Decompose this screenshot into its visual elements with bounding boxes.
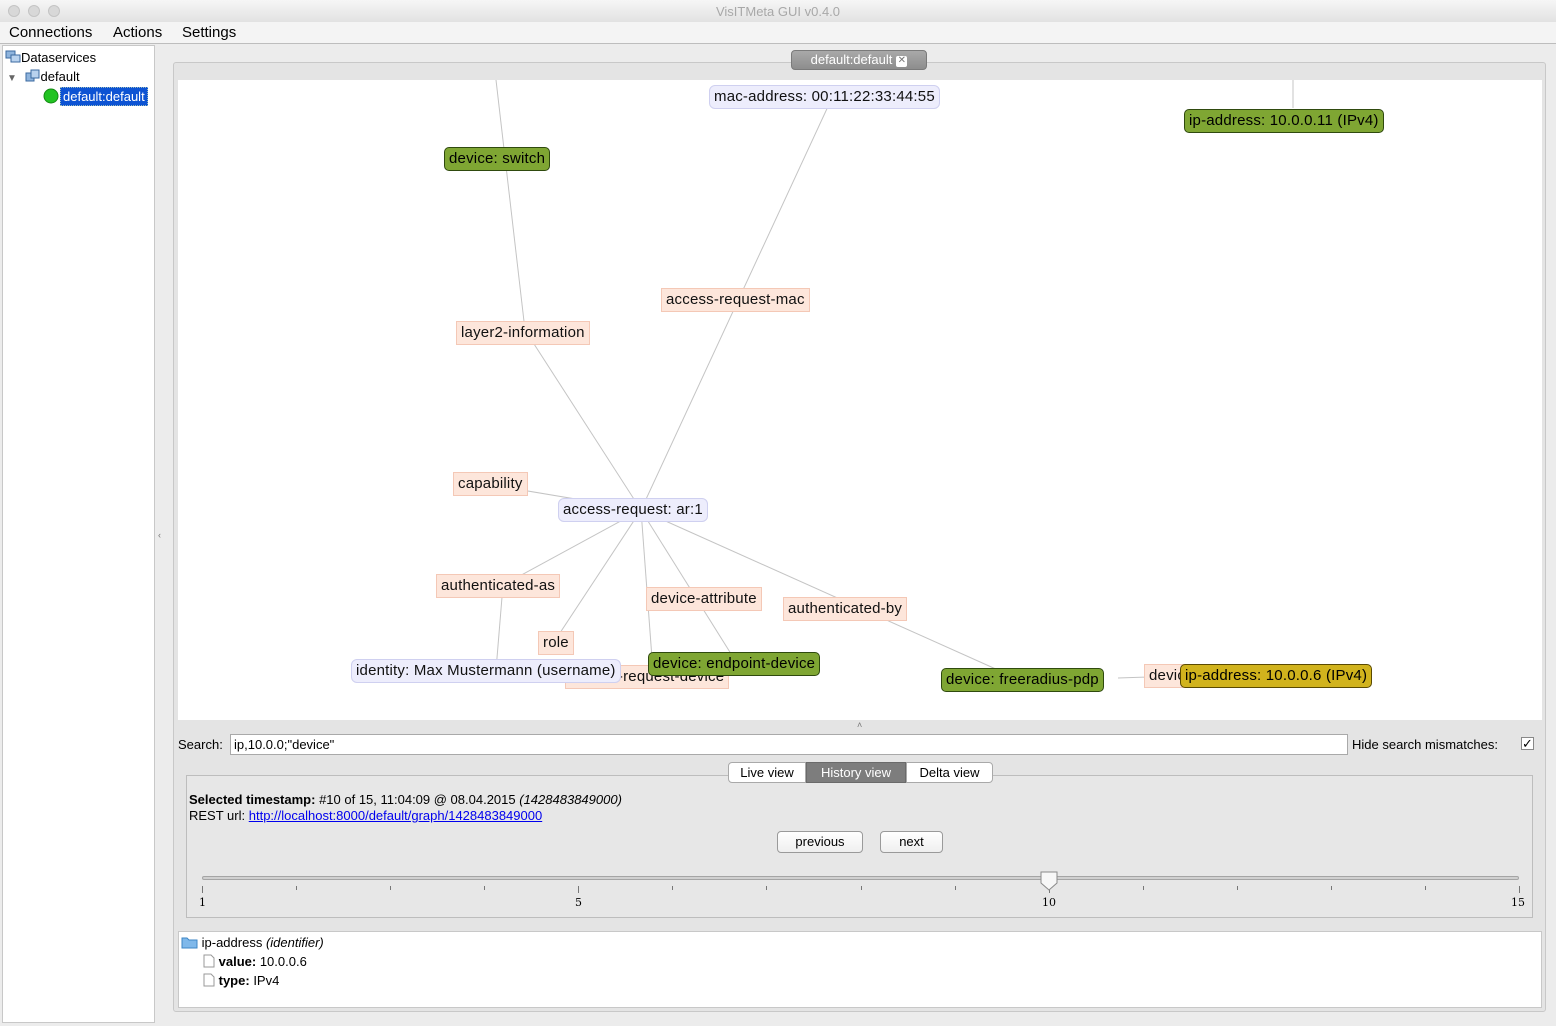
node-authenticated-by[interactable]: authenticated-by [783,597,908,621]
node-ip-address-10-0-0-6[interactable]: ip-address: 10.0.0.6 (IPv4) [1180,664,1373,688]
node-capability[interactable]: capability [453,472,528,496]
rest-url-link[interactable]: http://localhost:8000/default/graph/1428… [248,808,543,823]
property-title: ip-address [201,935,263,950]
window-title: VisITMeta GUI v0.4.0 [715,4,841,19]
slider-tick [202,886,203,893]
node-access-request-mac[interactable]: access-request-mac [661,288,810,312]
property-value: 10.0.0.6 [259,954,307,969]
tab-label: default:default [810,52,893,67]
node-device-endpoint[interactable]: device: endpoint-device [648,652,821,676]
property-value-row: value: 10.0.0.6 [203,954,307,969]
node-ip-address-10-0-0-11[interactable]: ip-address: 10.0.0.11 (IPv4) [1184,109,1384,133]
property-kind: (identifier) [265,935,324,950]
tree-connection-label: default:default [60,87,148,106]
selected-timestamp-label: Selected timestamp: [189,792,316,807]
slider-tick [1425,886,1426,890]
search-input[interactable] [230,734,1348,755]
hide-mismatches-label: Hide search mismatches: [1352,737,1498,752]
property-type: IPv4 [253,973,280,988]
node-identity[interactable]: identity: Max Mustermann (username) [351,659,621,683]
property-value-label: value: [218,954,257,969]
slider-tick [1519,886,1520,893]
file-icon [203,954,215,968]
node-mac-address[interactable]: mac-address: 00:11:22:33:44:55 [709,85,940,109]
node-device-switch[interactable]: device: switch [444,147,551,171]
slider-tick [1143,886,1144,890]
next-button[interactable]: next [880,831,943,853]
property-node-title[interactable]: ip-address (identifier) [181,935,324,950]
properties-panel: ip-address (identifier) value: 10.0.0.6 … [178,931,1542,1008]
slider-tick [296,886,297,890]
slider-tick [766,886,767,890]
slider-label-5: 5 [575,896,582,909]
graph-splitter-handle[interactable]: ˄ [857,720,863,730]
slider-tick [1237,886,1238,890]
node-access-request[interactable]: access-request: ar:1 [558,498,708,522]
tree-group-label: default [40,69,80,84]
graph-edges [491,80,1294,680]
connected-status-icon [43,88,59,104]
slider-tick [861,886,862,890]
file-icon [203,973,215,987]
slider-tick [1331,886,1332,890]
property-type-label: type: [218,973,250,988]
sidebar-splitter-handle[interactable]: ‹ [158,530,161,540]
dataservices-icon [5,50,21,63]
node-device-freeradius[interactable]: device: freeradius-pdp [941,668,1104,692]
menu-settings[interactable]: Settings [182,24,237,41]
slider-label-1: 1 [199,896,206,909]
rest-url-label: REST url: [189,808,246,823]
tab-close-icon[interactable]: ✕ [896,55,908,67]
slider-label-15: 15 [1511,896,1525,909]
slider-tick [955,886,956,890]
node-device-attribute[interactable]: device-attribute [646,587,762,611]
tab-live-view[interactable]: Live view [728,762,806,783]
slider-tick [390,886,391,890]
minimize-window-icon[interactable] [28,5,40,17]
timestamp-slider[interactable] [202,876,1519,880]
tree-connection-default[interactable]: default:default [43,87,148,106]
tree-root-dataservices[interactable]: Dataservices [5,50,96,68]
tree-group-default[interactable]: ▼ default [7,69,80,87]
slider-tick [672,886,673,890]
node-authenticated-as[interactable]: authenticated-as [436,574,561,598]
slider-tick [484,886,485,890]
service-icon [25,69,40,82]
hide-mismatches-checkbox[interactable]: ✓ [1521,736,1534,751]
tab-history-view[interactable]: History view [806,762,906,783]
slider-thumb[interactable] [1040,871,1058,891]
selected-timestamp-epoch: (1428483849000) [519,792,622,807]
zoom-window-icon[interactable] [48,5,60,17]
close-window-icon[interactable] [8,5,20,17]
dataservices-tree: Dataservices ▼ default default:default [2,45,155,1023]
menu-connections[interactable]: Connections [9,24,93,41]
selected-timestamp-value: #10 of 15, 11:04:09 @ 08.04.2015 [319,792,516,807]
rest-url-line: REST url: http://localhost:8000/default/… [189,808,542,823]
tab-default-default[interactable]: default:default✕ [791,50,927,70]
folder-icon [181,937,198,949]
tab-delta-view[interactable]: Delta view [906,762,993,783]
tree-root-label: Dataservices [21,50,97,65]
previous-button[interactable]: previous [777,831,863,853]
node-layer2-information[interactable]: layer2-information [456,321,590,345]
search-label: Search: [178,737,223,752]
graph-canvas[interactable]: mac-address: 00:11:22:33:44:55 ip-addres… [178,80,1542,720]
slider-tick [578,886,579,893]
window-titlebar: VisITMeta GUI v0.4.0 [0,0,1556,23]
slider-label-10: 10 [1042,896,1056,909]
menubar: Connections Actions Settings [0,22,1556,44]
menu-actions[interactable]: Actions [113,24,163,41]
selected-timestamp: Selected timestamp: #10 of 15, 11:04:09 … [189,792,622,807]
node-role[interactable]: role [538,631,574,655]
property-type-row: type: IPv4 [203,973,279,988]
expand-triangle-icon[interactable]: ▼ [7,73,17,84]
